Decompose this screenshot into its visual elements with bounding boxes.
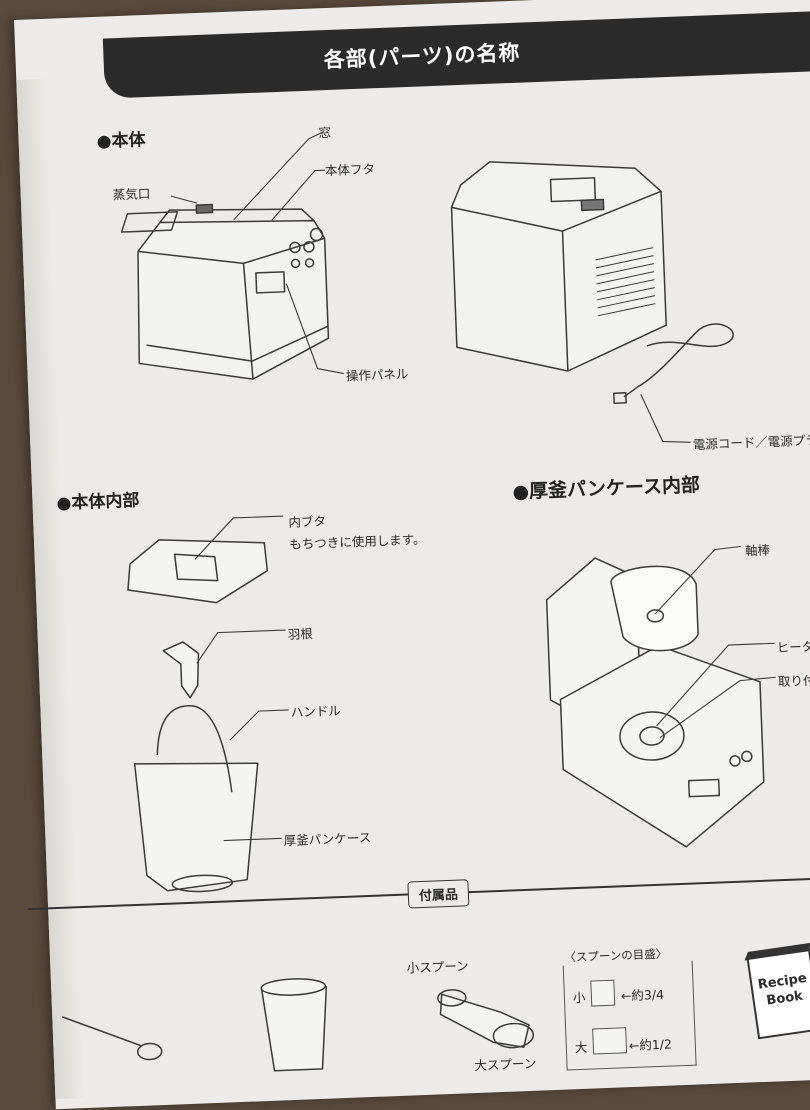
illustrations (62, 131, 776, 1072)
bread-maker-front-illustration (120, 203, 330, 380)
label-small-spoon: 小スプーン (406, 958, 469, 976)
measure-large-label: 大 (574, 1039, 588, 1056)
measure-small-value: ←約3/4 (620, 986, 665, 1004)
accessories-heading: 付属品 (407, 879, 470, 909)
inner-lid-illustration (127, 539, 269, 604)
measure-small-label: 小 (572, 989, 586, 1006)
bread-maker-back-illustration (450, 161, 734, 404)
accessories-illustration (62, 978, 535, 1072)
measure-large-value: ←約1/2 (628, 1036, 673, 1054)
measure-small-box (590, 979, 616, 1007)
label-large-spoon: 大スプーン (474, 1055, 537, 1074)
leader-lines (170, 131, 776, 842)
recipe-book: Recipe Book (746, 947, 810, 1040)
blade-illustration (162, 641, 200, 699)
measure-large-box (592, 1027, 628, 1055)
spoon-measure-table: 小 ←約3/4 大 ←約1/2 (562, 960, 697, 1071)
pan-case-illustration (133, 704, 259, 893)
manual-page: 各部(パーツ)の名称 ●本体 窓 蒸気口 本体フタ 操作パネル 電源コード／電源… (14, 0, 810, 1110)
open-machine-illustration (545, 557, 765, 848)
